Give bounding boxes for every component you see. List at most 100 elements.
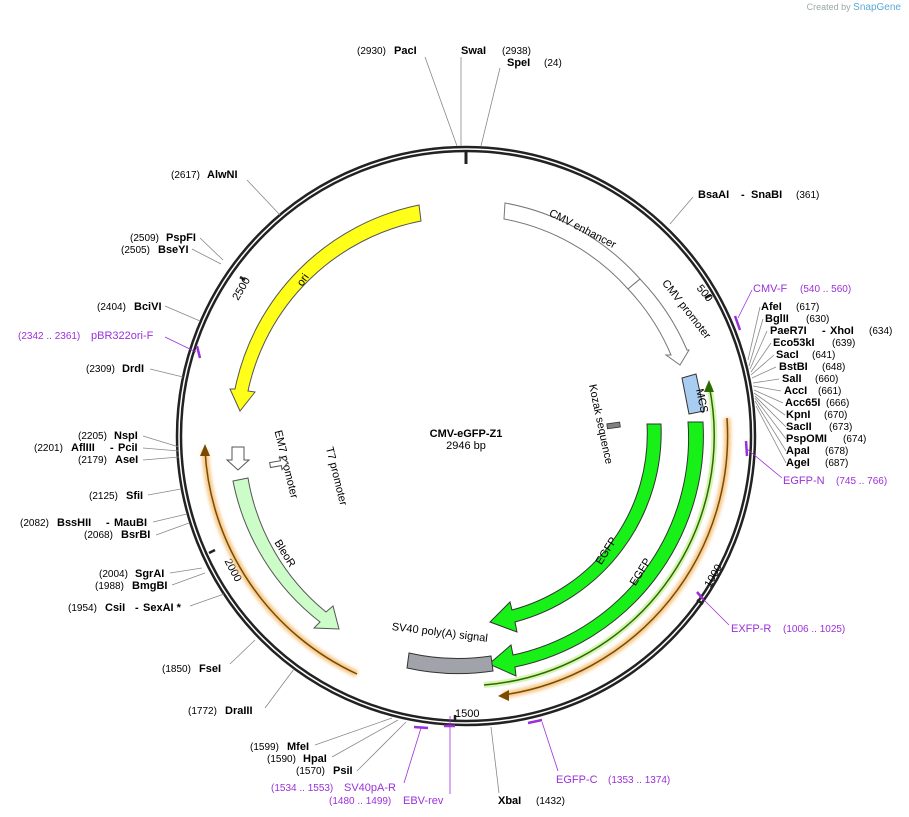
site-leader <box>750 354 775 376</box>
primer-mark <box>195 345 202 359</box>
primer-name: EXFP-R <box>731 623 771 635</box>
orf-track-egfp-line <box>502 417 729 696</box>
site-leader <box>752 378 780 384</box>
backbone-outer <box>175 145 757 727</box>
snapgene-logo: SnapGene <box>853 2 901 13</box>
site-pos: (2068) <box>84 530 113 541</box>
site-leader <box>424 56 458 147</box>
feature-cmv-promoter <box>627 278 690 366</box>
site-name: KpnI <box>786 409 810 421</box>
site-pos: (2179) <box>78 455 107 466</box>
feature-label-mcs: MCS <box>693 388 710 414</box>
site-name: MfeI <box>287 741 309 753</box>
primer-mark <box>413 725 429 730</box>
site-pos: (641) <box>812 350 835 361</box>
site-pos: (2201) <box>34 443 63 454</box>
site-name: BstBI <box>779 361 808 373</box>
site-name-sep: - <box>106 517 110 529</box>
primer-leader <box>164 336 197 353</box>
site-name: AccI <box>784 385 807 397</box>
site-pos: (1850) <box>162 664 191 675</box>
site-leader <box>199 237 224 261</box>
orf-track-green-line <box>483 384 715 686</box>
site-pos: (2617) <box>171 170 200 181</box>
credit-prefix: Created by <box>806 2 851 12</box>
tick-mark <box>239 275 246 282</box>
tick-marks <box>208 275 712 721</box>
site-leader <box>314 717 393 746</box>
site-leader <box>169 567 203 574</box>
feature-egfp-inner <box>489 423 662 633</box>
site-leader <box>749 330 768 370</box>
site-pos: (630) <box>806 314 829 325</box>
site-pos: (639) <box>832 338 855 349</box>
feature-cmv-enhancer <box>503 202 641 290</box>
site-name: PsiI <box>333 765 353 777</box>
site-name: HpaI <box>303 753 327 765</box>
site-name: BsrBI <box>121 529 150 541</box>
site-pos: (661) <box>818 386 841 397</box>
feature-em7-promoter <box>225 446 251 471</box>
site-name-2: MauBI <box>114 517 147 529</box>
site-pos: (670) <box>824 410 847 421</box>
plasmid-name: CMV-eGFP-Z1 <box>430 428 503 440</box>
primer-mark <box>527 718 543 725</box>
site-leader <box>751 366 777 379</box>
site-pos: (1772) <box>188 706 217 717</box>
site-leader <box>142 435 180 448</box>
tick-mark <box>696 598 704 606</box>
site-name: PacI <box>394 45 417 57</box>
primer-range: (2342 .. 2361) <box>18 331 80 342</box>
primer-name: pBR322ori-F <box>91 330 154 342</box>
site-labels: (2930) PacI SwaI (2938) SpeI (24) BsaAI … <box>20 45 892 807</box>
tick-label-1500: 1500 <box>455 708 479 720</box>
site-name: CsiI <box>105 602 125 614</box>
site-leader <box>747 306 761 361</box>
primer-mark <box>733 315 742 331</box>
site-leader <box>754 397 787 440</box>
site-name: AflIII <box>71 442 95 454</box>
primer-name: EGFP-N <box>783 475 825 487</box>
tick-mark <box>208 548 216 555</box>
site-pos: (678) <box>825 446 848 457</box>
primer-labels: CMV-F (540 .. 560) EGFP-N (745 .. 766) E… <box>18 283 887 807</box>
primer-leader <box>737 289 753 319</box>
site-name: AlwNI <box>207 169 238 181</box>
site-name: DrdI <box>122 363 144 375</box>
site-pos: (2082) <box>20 518 49 529</box>
primer-marks <box>195 315 749 730</box>
backbone-inner <box>179 149 753 723</box>
primer-range: (1534 .. 1553) <box>271 783 333 794</box>
site-pos: (1988) <box>95 581 124 592</box>
site-pos: (1599) <box>250 742 279 753</box>
orf-arrowhead <box>704 380 714 392</box>
site-name-2: SnaBI <box>751 189 782 201</box>
site-pos: (666) <box>826 398 849 409</box>
feature-egfp-outer <box>488 421 704 677</box>
site-leader <box>171 572 206 586</box>
site-leader <box>149 368 184 378</box>
site-name: Eco53kI <box>773 337 815 349</box>
tick-label-1000: 1000 <box>702 562 725 589</box>
site-leader <box>147 488 182 496</box>
site-name-sep: - <box>741 189 745 201</box>
site-pos: (674) <box>843 434 866 445</box>
orf-arrowhead <box>498 690 509 701</box>
site-name: AfeI <box>761 301 782 313</box>
primer-leader <box>403 727 422 784</box>
site-pos: (2505) <box>121 245 150 256</box>
site-leader <box>356 721 407 772</box>
site-name: PspFI <box>166 232 196 244</box>
site-leader <box>331 719 399 758</box>
site-pos: (648) <box>822 362 845 373</box>
site-name: SacI <box>776 349 799 361</box>
site-leader <box>264 668 295 709</box>
primer-leader <box>541 721 559 772</box>
site-name: BmgBI <box>132 580 167 592</box>
site-name-2: SexAI * <box>143 602 182 614</box>
site-pos: (2930) <box>357 46 386 57</box>
site-leader <box>191 248 222 265</box>
tick-label-2500: 2500 <box>230 275 253 302</box>
site-leader <box>669 196 694 225</box>
site-pos: (361) <box>796 190 819 201</box>
